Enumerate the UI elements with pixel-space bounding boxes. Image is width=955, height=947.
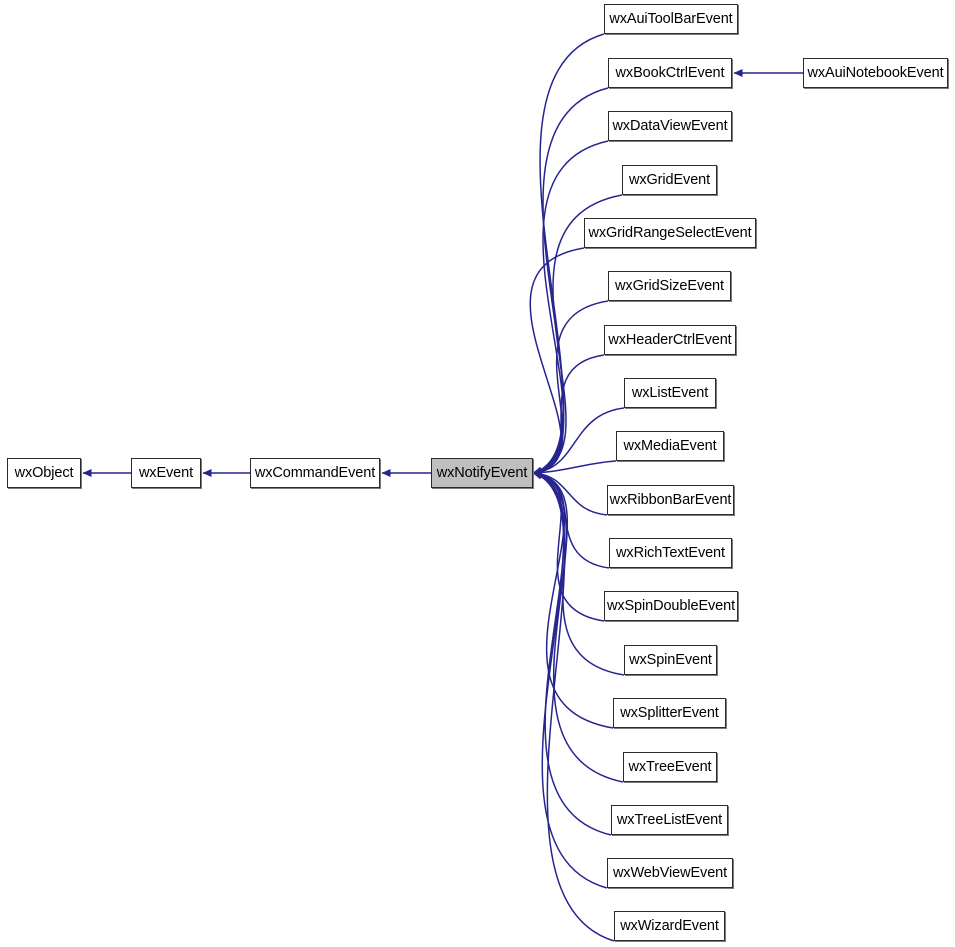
class-node-label: wxSpinEvent (629, 651, 712, 668)
class-node-wxobject[interactable]: wxObject (7, 458, 81, 488)
class-node-label: wxSplitterEvent (620, 704, 719, 721)
edge-wxrichtextevent-to-wxnotifyevent (532, 469, 610, 569)
class-node-wxwizardevent[interactable]: wxWizardEvent (614, 911, 725, 941)
edge-wxdataviewevent-to-wxnotifyevent (532, 140, 609, 476)
class-node-label: wxRibbonBarEvent (609, 491, 732, 508)
edge-wxlistevent-to-wxnotifyevent (532, 407, 625, 477)
class-node-label: wxBookCtrlEvent (615, 64, 725, 81)
edge-wxauitoolbarevent-to-wxnotifyevent (532, 33, 605, 475)
class-node-label: wxGridRangeSelectEvent (588, 224, 752, 241)
class-node-label: wxEvent (138, 464, 194, 481)
edge-wxheaderctrlevent-to-wxnotifyevent (532, 354, 605, 476)
class-node-wxtreeevent[interactable]: wxTreeEvent (623, 752, 717, 782)
class-node-label: wxMediaEvent (623, 437, 717, 454)
class-node-label: wxSpinDoubleEvent (606, 597, 736, 614)
class-node-wxlistevent[interactable]: wxListEvent (624, 378, 716, 408)
class-node-wxevent[interactable]: wxEvent (131, 458, 201, 488)
class-node-label: wxAuiToolBarEvent (609, 10, 733, 27)
class-node-label: wxRichTextEvent (616, 544, 725, 561)
edge-wxsplitterevent-to-wxnotifyevent (532, 470, 614, 729)
class-node-label: wxObject (14, 464, 74, 481)
class-node-label: wxGridEvent (628, 171, 711, 188)
edge-wxwizardevent-to-wxnotifyevent (532, 471, 615, 942)
class-node-label: wxHeaderCtrlEvent (608, 331, 732, 348)
class-node-wxauinotebookevent[interactable]: wxAuiNotebookEvent (803, 58, 948, 88)
class-node-label: wxTreeEvent (628, 758, 712, 775)
class-node-label: wxNotifyEvent (436, 464, 528, 481)
base-chain-edges (82, 69, 803, 477)
class-node-wxmediaevent[interactable]: wxMediaEvent (616, 431, 724, 461)
class-node-wxrichtextevent[interactable]: wxRichTextEvent (609, 538, 732, 568)
class-node-wxribbonbarevent[interactable]: wxRibbonBarEvent (607, 485, 734, 515)
class-node-label: wxListEvent (631, 384, 709, 401)
class-node-wxgridrangeselectevent[interactable]: wxGridRangeSelectEvent (584, 218, 756, 248)
edge-wxwebviewevent-to-wxnotifyevent (532, 471, 608, 889)
class-node-label: wxAuiNotebookEvent (807, 64, 944, 81)
edge-wxbookctrlevent-to-wxnotifyevent (532, 87, 609, 475)
class-node-label: wxDataViewEvent (612, 117, 728, 134)
class-node-wxgridsizeevent[interactable]: wxGridSizeEvent (608, 271, 731, 301)
class-node-wxnotifyevent[interactable]: wxNotifyEvent (431, 458, 533, 488)
class-node-wxcommandevent[interactable]: wxCommandEvent (250, 458, 380, 488)
edge-wxtreelistevent-to-wxnotifyevent (532, 471, 612, 836)
class-node-label: wxWizardEvent (620, 917, 719, 934)
class-node-wxgridevent[interactable]: wxGridEvent (622, 165, 717, 195)
class-node-label: wxTreeListEvent (616, 811, 723, 828)
class-node-label: wxWebViewEvent (612, 864, 728, 881)
class-node-wxsplitterevent[interactable]: wxSplitterEvent (613, 698, 726, 728)
class-node-label: wxCommandEvent (254, 464, 376, 481)
edge-wxtreeevent-to-wxnotifyevent (532, 470, 624, 783)
class-node-wxtreelistevent[interactable]: wxTreeListEvent (611, 805, 728, 835)
class-node-wxbookctrlevent[interactable]: wxBookCtrlEvent (608, 58, 732, 88)
class-node-wxspindoubleevent[interactable]: wxSpinDoubleEvent (604, 591, 738, 621)
class-node-wxspinevent[interactable]: wxSpinEvent (624, 645, 717, 675)
class-node-wxwebviewevent[interactable]: wxWebViewEvent (607, 858, 733, 888)
class-node-wxheaderctrlevent[interactable]: wxHeaderCtrlEvent (604, 325, 736, 355)
class-node-label: wxGridSizeEvent (615, 277, 724, 294)
class-node-wxauitoolbarevent[interactable]: wxAuiToolBarEvent (604, 4, 738, 34)
class-node-wxdataviewevent[interactable]: wxDataViewEvent (608, 111, 732, 141)
derived-edges (529, 33, 625, 942)
edge-wxspindoubleevent-to-wxnotifyevent (532, 470, 605, 622)
